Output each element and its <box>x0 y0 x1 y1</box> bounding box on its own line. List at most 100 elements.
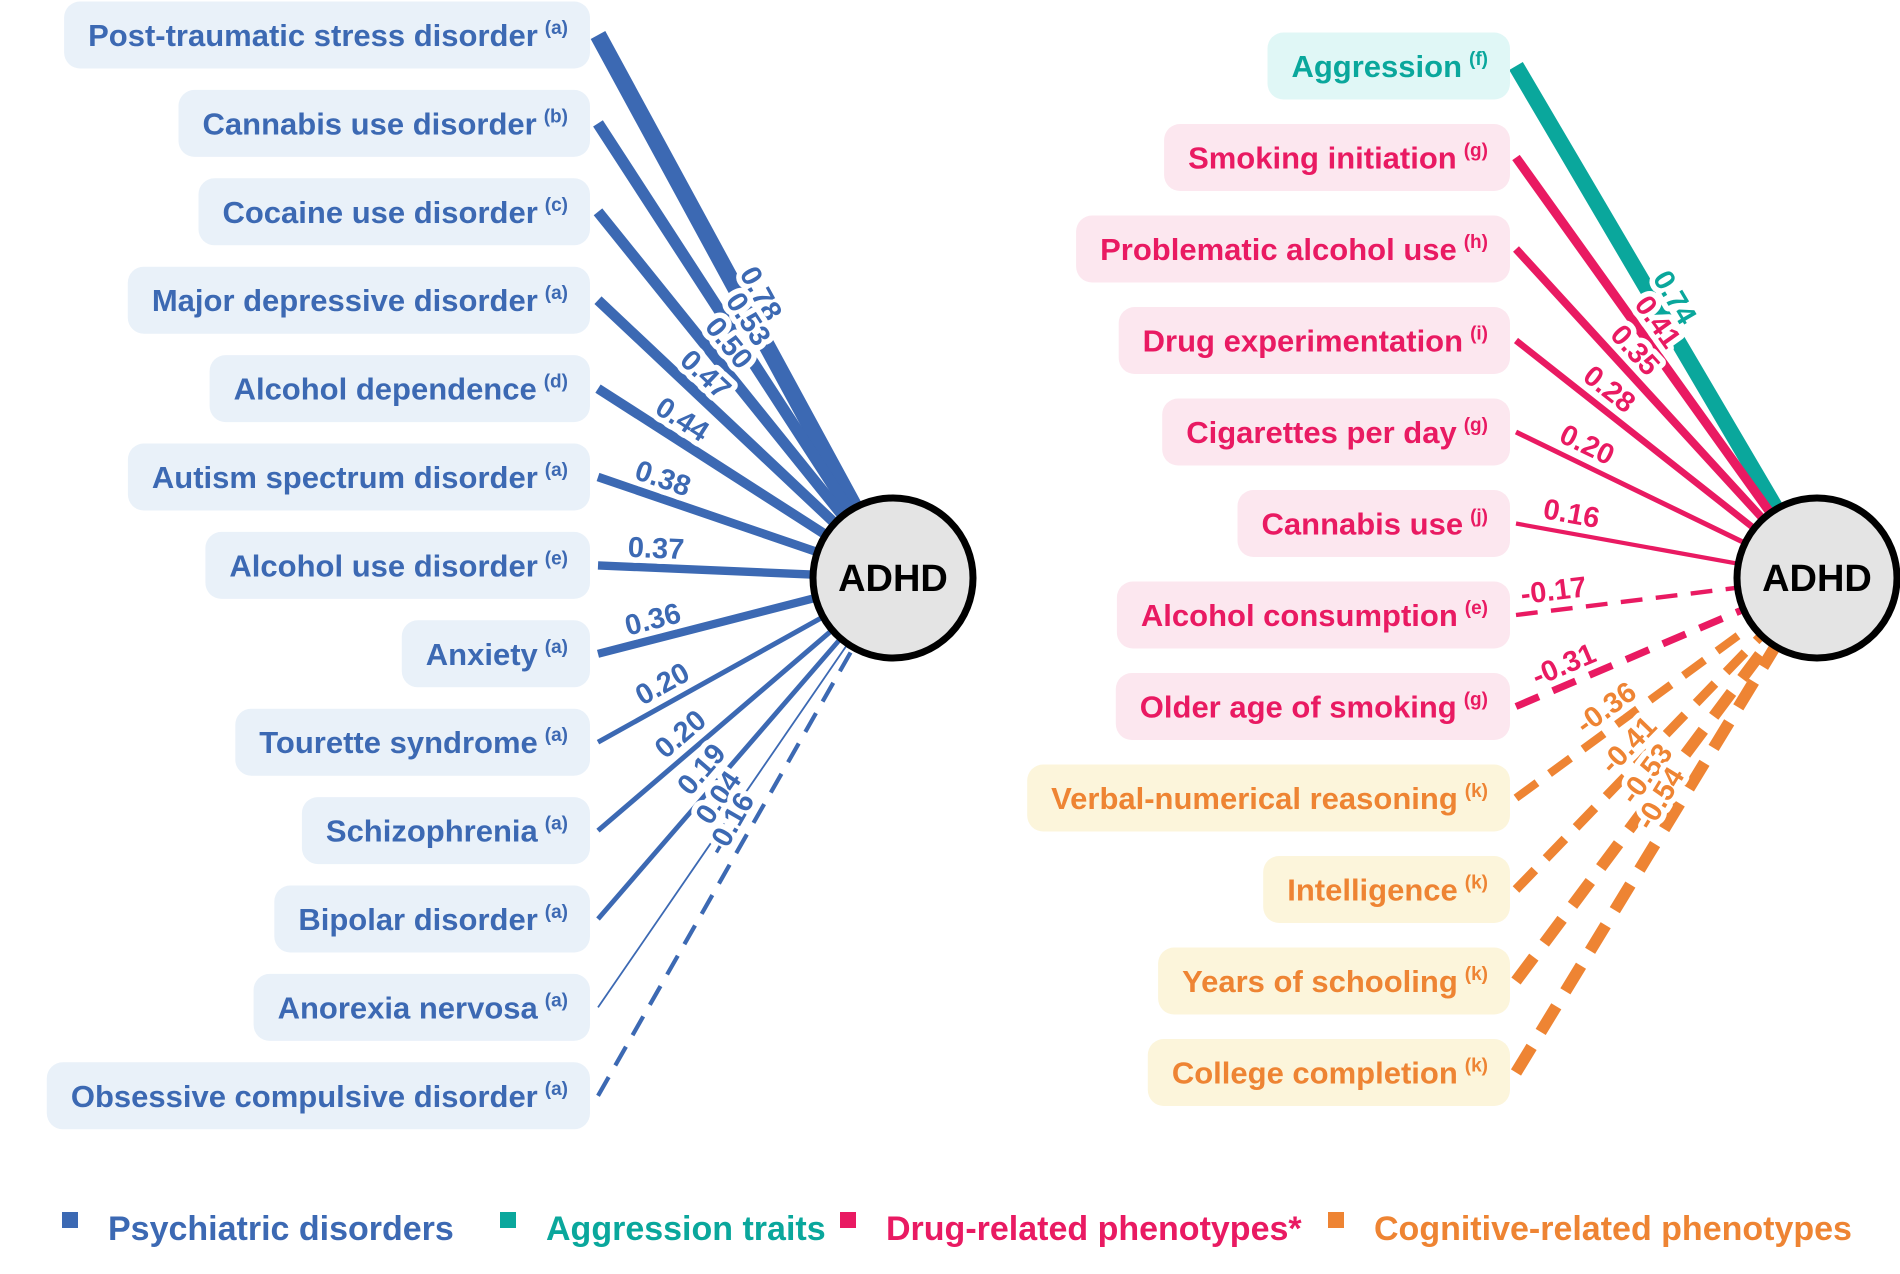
phenotype-name: Cannabis use <box>1262 507 1464 542</box>
phenotype-superscript: (h) <box>1464 232 1488 253</box>
legend-text: Cognitive-related phenotypes <box>1374 1210 1852 1248</box>
phenotype-name: Post-traumatic stress disorder <box>88 18 538 53</box>
phenotype-box <box>64 1 591 69</box>
phenotype-label: Cannabis use(j) <box>1262 507 1489 542</box>
phenotype-name: Alcohol dependence <box>234 372 537 407</box>
phenotype-label: College completion (k) <box>1172 1056 1488 1091</box>
phenotype-label: Autism spectrum disorder(a) <box>152 460 568 495</box>
adhd-label: ADHD <box>1762 558 1872 600</box>
phenotype-superscript: (k) <box>1465 964 1488 985</box>
phenotype-box <box>178 89 590 157</box>
phenotype-label: Tourette syndrome(a) <box>259 725 568 760</box>
phenotype-box <box>401 620 590 688</box>
phenotype-superscript: (a) <box>545 990 568 1011</box>
phenotype-label: Bipolar disorder(a) <box>298 902 568 937</box>
phenotype-label: Aggression (f) <box>1291 49 1488 84</box>
phenotype-box <box>301 797 590 865</box>
phenotype-label: Schizophrenia(a) <box>326 814 568 849</box>
phenotype-name: College completion <box>1172 1056 1458 1091</box>
phenotype-box <box>1267 32 1510 100</box>
phenotype-superscript: (a) <box>545 902 568 923</box>
phenotype-name: Problematic alcohol use <box>1100 232 1457 267</box>
phenotype-superscript: (a) <box>545 637 568 658</box>
correlation-edge <box>1510 574 1823 1076</box>
phenotype-superscript: (a) <box>545 725 568 746</box>
phenotype-name: Drug experimentation <box>1143 324 1463 359</box>
phenotype-superscript: (k) <box>1465 1056 1488 1077</box>
phenotype-label: Years of schooling (k) <box>1182 964 1488 999</box>
phenotype-name: Aggression <box>1291 49 1462 84</box>
phenotype-name: Autism spectrum disorder <box>152 460 538 495</box>
legend-item: Drug-related phenotypes* <box>840 1210 1302 1248</box>
left-boxes: Post-traumatic stress disorder (a) Cannabi… <box>46 1 591 1130</box>
phenotype-box <box>198 178 590 246</box>
phenotype-label: Older age of smoking (g) <box>1140 690 1488 725</box>
phenotype-box <box>1147 1039 1510 1106</box>
phenotype-label: Alcohol consumption(e) <box>1141 598 1488 633</box>
adhd-label: ADHD <box>838 558 948 600</box>
phenotype-box <box>235 708 591 776</box>
correlation-value: -0.17 <box>1519 571 1589 611</box>
phenotype-box <box>1118 307 1510 374</box>
phenotype-label: Problematic alcohol use (h) <box>1100 232 1488 267</box>
phenotype-name: Alcohol use disorder <box>229 548 537 583</box>
phenotype-box <box>1158 947 1510 1015</box>
phenotype-superscript: (g) <box>1464 690 1488 711</box>
phenotype-box <box>1263 856 1510 923</box>
phenotype-superscript: (e) <box>1465 598 1488 619</box>
phenotype-label: Anorexia nervosa (a) <box>278 990 568 1025</box>
legend-item: Aggression traits <box>500 1210 826 1248</box>
phenotype-superscript: (a) <box>545 18 568 39</box>
phenotype-superscript: (f) <box>1469 49 1488 70</box>
adhd-circle <box>809 494 977 662</box>
phenotype-superscript: (c) <box>545 195 568 216</box>
phenotype-name: Anxiety <box>426 637 539 672</box>
phenotype-superscript: (k) <box>1465 781 1488 802</box>
phenotype-label: Alcohol dependence(d) <box>234 372 568 407</box>
phenotype-box <box>46 1062 591 1130</box>
correlation-edge <box>1511 574 1822 985</box>
phenotype-name: Anorexia nervosa <box>278 990 539 1025</box>
phenotype-superscript: (a) <box>545 283 568 304</box>
phenotype-name: Cannabis use disorder <box>203 106 537 141</box>
correlation-value: 0.37 <box>627 532 685 566</box>
phenotype-name: Intelligence <box>1287 873 1458 908</box>
phenotype-superscript: (a) <box>545 1079 568 1100</box>
phenotype-box <box>1115 673 1510 740</box>
legend-swatch <box>1328 1212 1344 1228</box>
correlation-edge <box>1514 574 1819 710</box>
phenotype-name: Obsessive compulsive disorder <box>71 1079 538 1114</box>
correlation-edge <box>1509 61 1824 583</box>
phenotype-box <box>1027 764 1510 832</box>
phenotype-label: Cocaine use disorder(c) <box>222 195 568 230</box>
phenotype-box <box>253 973 590 1041</box>
phenotype-superscript: (e) <box>545 548 568 569</box>
phenotype-label: Smoking initiation (g) <box>1188 141 1488 176</box>
legend-text: Psychiatric disorders <box>108 1210 454 1248</box>
correlation-edge <box>593 120 898 582</box>
phenotype-name: Older age of smoking <box>1140 690 1457 725</box>
phenotype-box <box>1116 581 1510 649</box>
phenotype-superscript: (k) <box>1465 873 1488 894</box>
correlation-edge <box>596 576 895 1097</box>
phenotype-label: Cannabis use disorder(b) <box>203 106 568 141</box>
phenotype-box <box>205 531 590 599</box>
adhd-hub-left: ADHD <box>809 494 977 662</box>
legend-swatch <box>62 1212 78 1228</box>
phenotype-box <box>1237 490 1510 557</box>
phenotype-name: Smoking initiation <box>1188 141 1457 176</box>
phenotype-superscript: (i) <box>1470 324 1488 345</box>
legend-text: Drug-related phenotypes* <box>886 1210 1302 1248</box>
phenotype-label: Drug experimentation (i) <box>1143 324 1488 359</box>
correlation-edge <box>590 31 901 582</box>
phenotype-name: Years of schooling <box>1182 964 1458 999</box>
phenotype-label: Post-traumatic stress disorder (a) <box>88 18 568 53</box>
phenotype-superscript: (g) <box>1464 141 1488 162</box>
phenotype-superscript: (g) <box>1464 415 1488 436</box>
correlation-edge <box>1512 154 1821 581</box>
phenotype-box <box>1164 124 1510 191</box>
phenotype-box <box>1076 215 1510 283</box>
legend-item: Cognitive-related phenotypes <box>1328 1210 1852 1248</box>
